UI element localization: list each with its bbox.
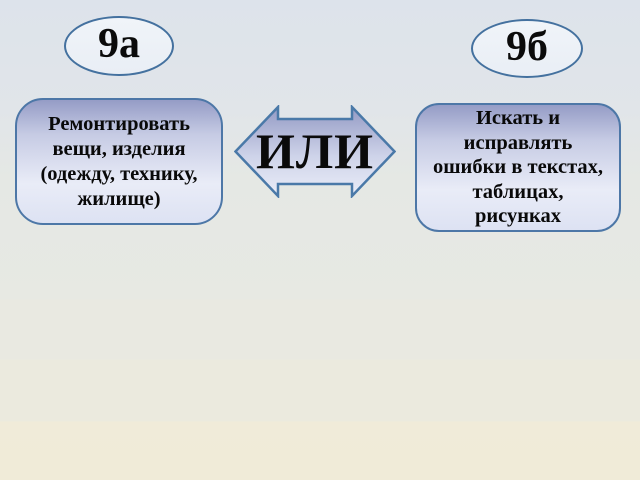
task-box-repair: Ремонтировать вещи, изделия (одежду, тех… <box>15 98 223 225</box>
task-box-find-errors-line: рисунках <box>474 205 562 228</box>
or-label: ИЛИ <box>255 122 375 179</box>
group-9b-label: 9б <box>506 23 548 70</box>
task-box-repair-line: (одежду, технику, <box>40 162 198 185</box>
task-box-find-errors-line: таблицах, <box>472 180 564 203</box>
task-box-find-errors: Искать и исправлять ошибки в текстах, та… <box>415 103 621 232</box>
group-9b-ellipse: 9б <box>471 19 583 78</box>
group-9a-ellipse: 9а <box>64 16 174 76</box>
task-box-repair-line: жилище) <box>77 187 161 210</box>
task-box-find-errors-line: исправлять <box>463 131 573 154</box>
double-arrow-icon <box>234 105 396 198</box>
or-double-arrow: ИЛИ <box>234 105 396 198</box>
task-box-find-errors-line: Искать и <box>475 107 561 130</box>
task-box-repair-line: Ремонтировать <box>48 112 190 135</box>
task-box-repair-line: вещи, изделия <box>52 137 186 160</box>
task-box-find-errors-line: ошибки в текстах, <box>432 156 604 179</box>
group-9a-label: 9а <box>98 21 140 67</box>
